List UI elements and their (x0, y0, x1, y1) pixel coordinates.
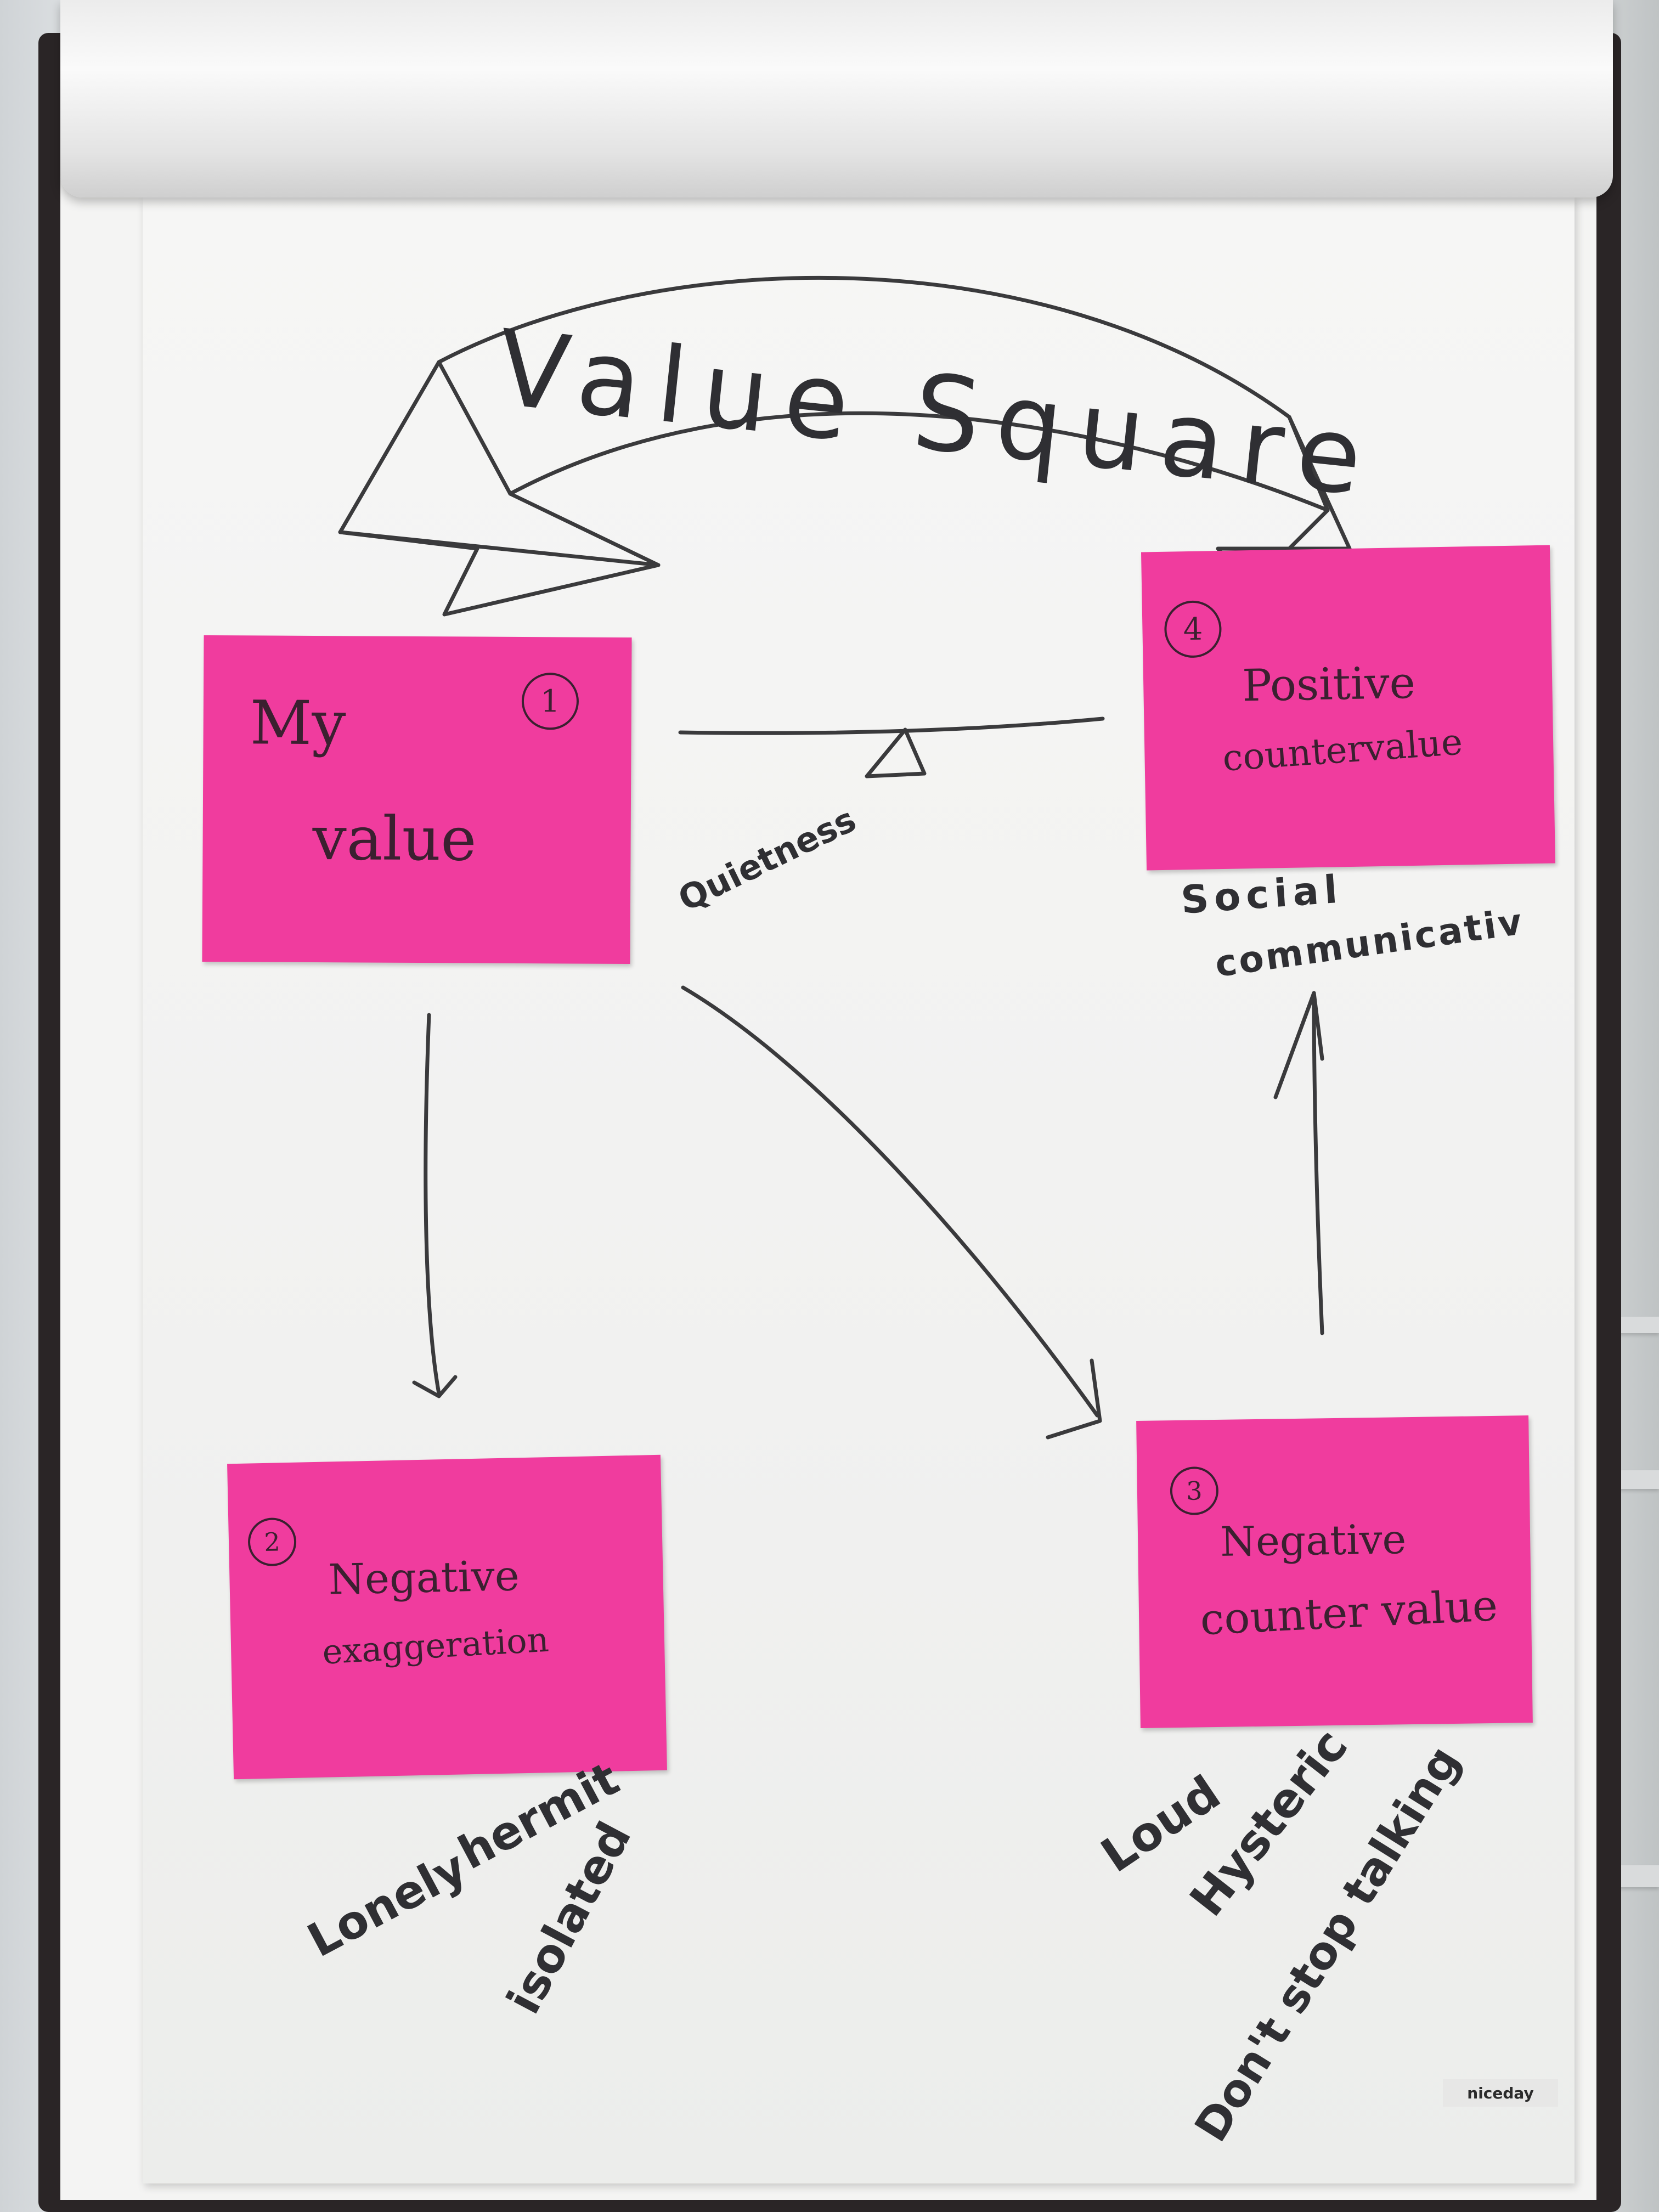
note-label-line: Negative (328, 1551, 520, 1604)
banner-left-tail (338, 360, 661, 567)
arrow-diagonal-head (1046, 1358, 1102, 1440)
arrow-down-left (424, 1013, 441, 1396)
flipchart-paper (143, 198, 1575, 2183)
sticky-note-my-value: 1 My value (202, 635, 632, 964)
note-number-badge: 1 (521, 672, 579, 730)
note-label-line: value (312, 803, 477, 874)
balance-beam (678, 716, 1105, 735)
brand-label: niceday (1443, 2079, 1558, 2107)
banner-left-fold (338, 530, 661, 617)
paper-roll (60, 0, 1613, 198)
note-label-line: Positive (1242, 657, 1416, 712)
sticky-note-positive-countervalue: 4 Positive countervalue (1141, 545, 1556, 871)
sticky-note-negative-counter-value: 3 Negative counter value (1136, 1415, 1533, 1728)
arrow-up-right-head (1273, 991, 1324, 1099)
balance-fulcrum (865, 727, 927, 778)
note-label-line: counter value (1199, 1581, 1499, 1645)
sticky-note-negative-exaggeration: 2 Negative exaggeration (227, 1454, 667, 1780)
note-number-badge: 3 (1170, 1466, 1219, 1516)
note-label-line: countervalue (1221, 720, 1464, 780)
note-number-badge: 2 (247, 1517, 297, 1567)
arrow-diagonal (681, 985, 1099, 1418)
arrow-down-left-head (412, 1375, 458, 1398)
note-label-line: Negative (1220, 1516, 1407, 1566)
note-label-line: exaggeration (321, 1619, 550, 1672)
arrow-up-right (1312, 991, 1324, 1335)
note-number-badge: 4 (1164, 600, 1222, 658)
note-label-line: My (250, 687, 346, 759)
